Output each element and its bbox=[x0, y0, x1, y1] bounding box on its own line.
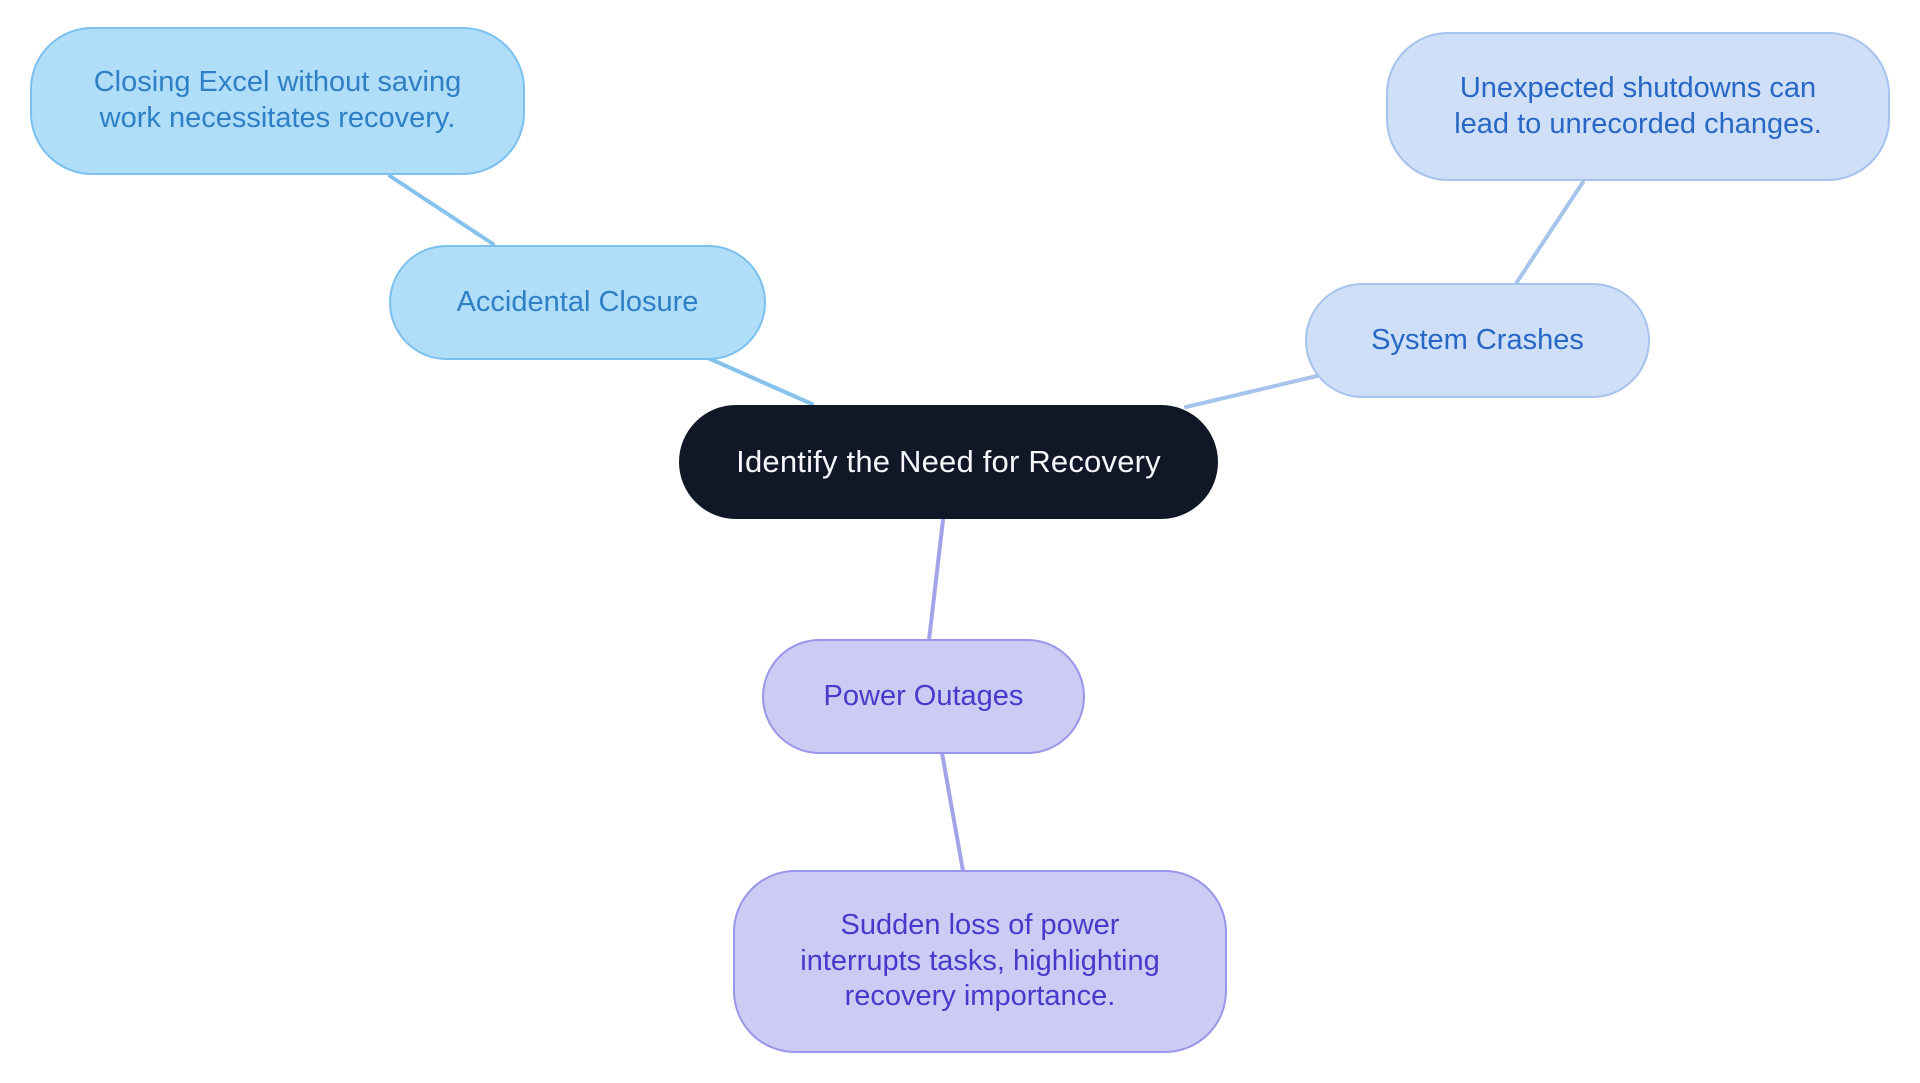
central-node-label: Identify the Need for Recovery bbox=[736, 444, 1161, 479]
leaf-label: Closing Excel without saving work necess… bbox=[93, 66, 462, 134]
edge-accidental-closure-to-center bbox=[706, 356, 814, 406]
branch-label: Accidental Closure bbox=[456, 286, 699, 318]
branch-node-system-crashes[interactable]: System Crashes bbox=[1305, 283, 1650, 398]
edge-power-outages-to-leaf bbox=[940, 751, 965, 873]
branch-node-power-outages[interactable]: Power Outages bbox=[762, 639, 1085, 754]
central-node[interactable]: Identify the Need for Recovery bbox=[679, 405, 1218, 519]
edge-system-crashes-to-leaf bbox=[1515, 180, 1585, 284]
edge-leaf-to-accidental-closure bbox=[388, 174, 495, 246]
edge-center-to-system-crashes bbox=[1184, 374, 1319, 409]
edge-center-to-power-outages bbox=[927, 518, 945, 642]
leaf-node-system-crashes[interactable]: Unexpected shutdowns can lead to unrecor… bbox=[1386, 32, 1890, 181]
branch-node-accidental-closure[interactable]: Accidental Closure bbox=[389, 245, 766, 360]
branch-label: Power Outages bbox=[823, 680, 1024, 712]
leaf-node-power-outages[interactable]: Sudden loss of power interrupts tasks, h… bbox=[733, 870, 1227, 1053]
leaf-label: Unexpected shutdowns can lead to unrecor… bbox=[1454, 71, 1822, 140]
leaf-label: Sudden loss of power interrupts tasks, h… bbox=[800, 908, 1160, 1013]
branch-label: System Crashes bbox=[1371, 324, 1584, 356]
leaf-node-accidental-closure[interactable]: Closing Excel without saving work necess… bbox=[30, 27, 525, 175]
